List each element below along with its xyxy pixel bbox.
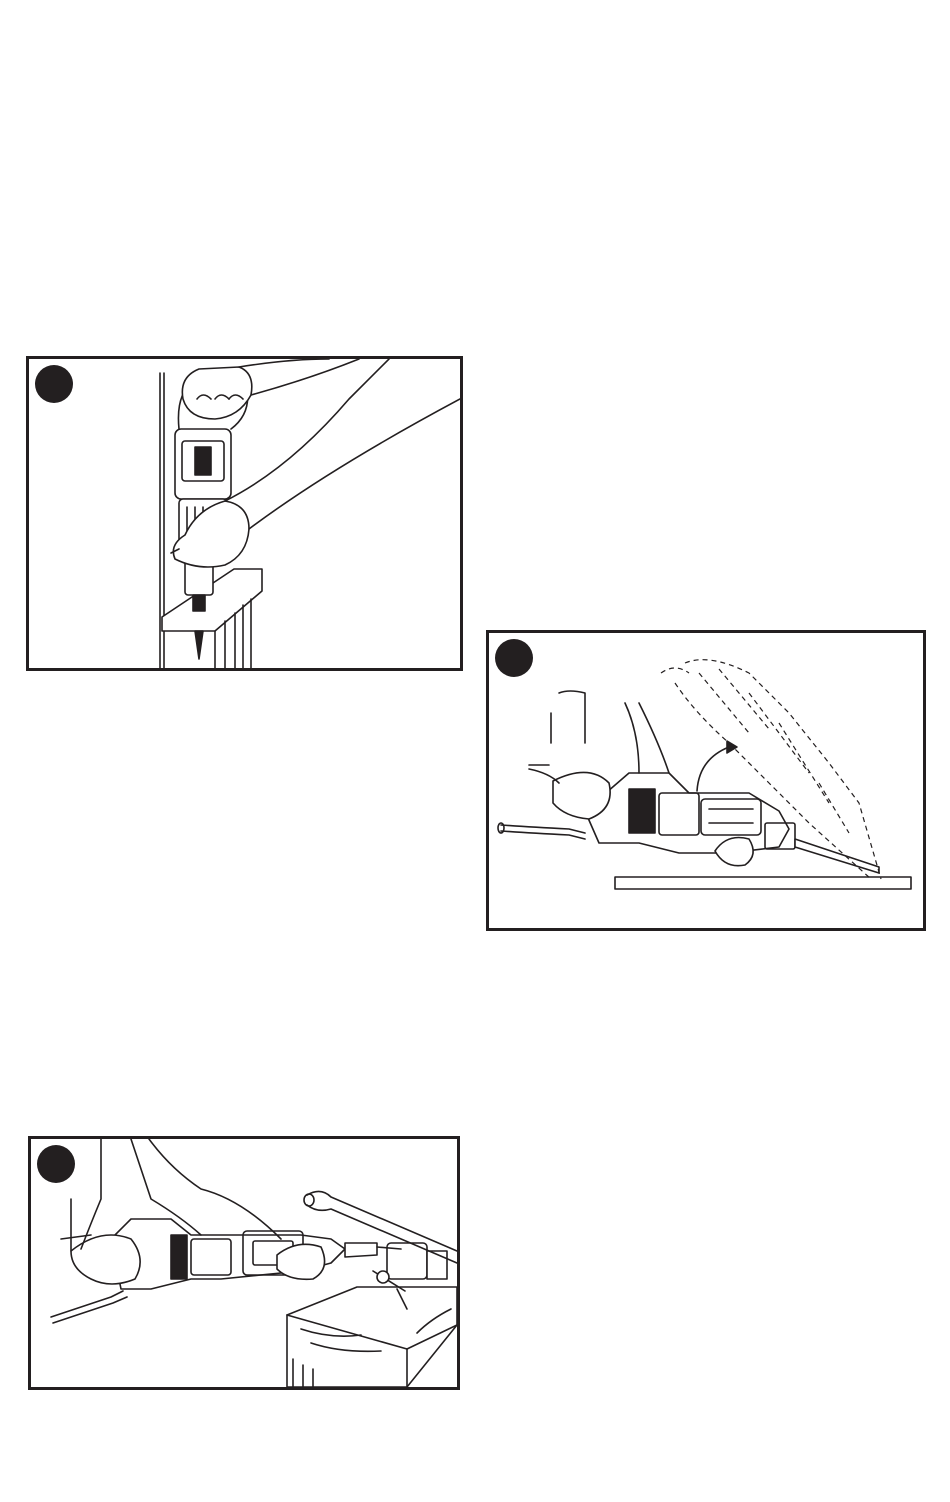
reciprocating-saw-vertical-plunge-icon: [29, 359, 460, 668]
figure-plunge-cut: [26, 356, 463, 671]
reciprocating-saw-pipe-in-vise-icon: [31, 1139, 457, 1387]
reciprocating-saw-pivot-arc-icon: [489, 633, 923, 928]
figure-pivot-cut: [486, 630, 926, 931]
figure-vise-cut: [28, 1136, 460, 1390]
